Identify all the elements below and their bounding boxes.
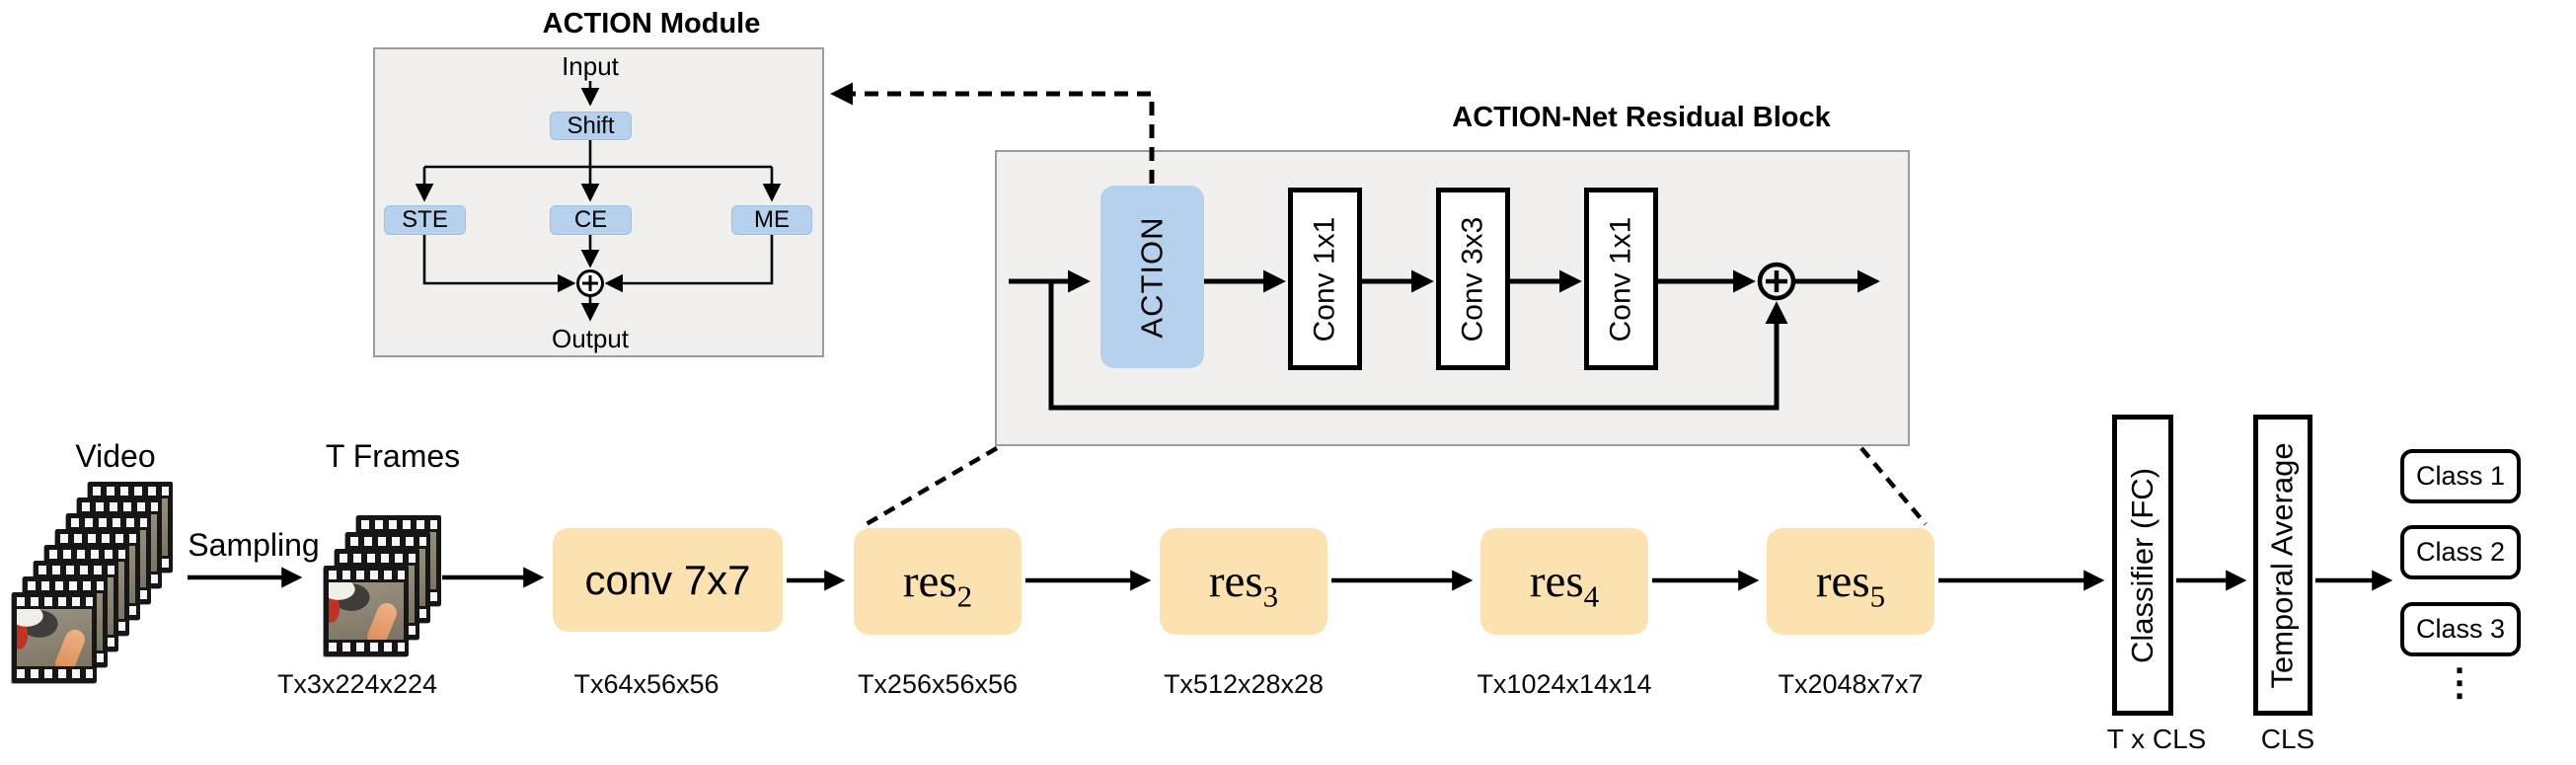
res4-stage: res4 bbox=[1480, 528, 1648, 635]
film-sprocket-row bbox=[15, 667, 94, 680]
film-frame bbox=[324, 566, 409, 656]
module-input-label: Input bbox=[562, 51, 619, 81]
video-label: Video bbox=[75, 438, 156, 474]
res4-label: res4 bbox=[1529, 556, 1600, 614]
arm-shape bbox=[52, 626, 88, 666]
res3-label: res3 bbox=[1208, 556, 1279, 614]
conv1x1-box-2: Conv 1x1 bbox=[1584, 188, 1658, 370]
res5-dim-label: Tx2048x7x7 bbox=[1778, 669, 1924, 699]
ste-box: STE bbox=[384, 205, 466, 235]
temporal-average-box: Temporal Average bbox=[2253, 415, 2312, 716]
res2-label: res2 bbox=[902, 556, 973, 614]
film-sprocket-row bbox=[26, 579, 105, 592]
film-sprocket-row bbox=[58, 532, 137, 545]
film-sprocket-row bbox=[91, 485, 170, 497]
dashed-guide-right bbox=[1859, 446, 1928, 526]
film-sprocket-row bbox=[47, 548, 126, 561]
class-box-2: Class 2 bbox=[2400, 525, 2521, 579]
temporal-average-label: Temporal Average bbox=[2265, 441, 2300, 689]
classifier-box: Classifier (FC) bbox=[2112, 415, 2173, 716]
film-sprocket-row bbox=[348, 535, 427, 548]
tframes-label: T Frames bbox=[325, 438, 461, 474]
film-sprocket-row bbox=[37, 564, 115, 576]
conv1x1-label-2: Conv 1x1 bbox=[1604, 216, 1637, 342]
ce-box: CE bbox=[550, 205, 632, 235]
tframes-dim-label: Tx3x224x224 bbox=[276, 669, 438, 699]
video-frame-photo bbox=[17, 609, 92, 666]
conv1x1-box-1: Conv 1x1 bbox=[1288, 188, 1362, 370]
class-box-3: Class 3 bbox=[2400, 602, 2521, 656]
conv7x7-stage: conv 7x7 bbox=[553, 528, 783, 632]
film-sprocket-row bbox=[69, 516, 148, 529]
film-frame bbox=[12, 592, 97, 683]
sampling-label: Sampling bbox=[188, 527, 320, 563]
res4-dim-label: Tx1024x14x14 bbox=[1477, 669, 1652, 699]
classifier-label: Classifier (FC) bbox=[2125, 467, 2159, 663]
arm-shape bbox=[364, 599, 400, 640]
dashed-guide-left bbox=[863, 446, 999, 527]
conv3x3-label: Conv 3x3 bbox=[1456, 216, 1489, 342]
class-box-1: Class 1 bbox=[2400, 449, 2521, 503]
action-box: ACTION bbox=[1100, 186, 1204, 368]
shift-box: Shift bbox=[550, 112, 632, 140]
residual-block-title: ACTION-Net Residual Block bbox=[1452, 102, 1831, 133]
res5-stage: res5 bbox=[1767, 528, 1934, 635]
action-module-title: ACTION Module bbox=[542, 8, 761, 39]
module-output-label: Output bbox=[551, 324, 630, 353]
classifier-dim-label: T x CLS bbox=[2106, 724, 2207, 754]
conv1x1-label-1: Conv 1x1 bbox=[1308, 216, 1341, 342]
conv7x7-dim-label: Tx64x56x56 bbox=[573, 669, 720, 699]
me-box: ME bbox=[731, 205, 812, 235]
action-box-label: ACTION bbox=[1134, 215, 1170, 339]
temporal-dim-label: CLS bbox=[2260, 724, 2315, 754]
res2-stage: res2 bbox=[854, 528, 1022, 635]
res2-dim-label: Tx256x56x56 bbox=[857, 669, 1019, 699]
video-frame-photo bbox=[329, 582, 404, 640]
res3-dim-label: Tx512x28x28 bbox=[1163, 669, 1325, 699]
film-sprocket-row bbox=[359, 518, 438, 531]
res3-stage: res3 bbox=[1160, 528, 1327, 635]
film-sprocket-row bbox=[327, 641, 406, 653]
more-classes-ellipsis: ⋮ bbox=[2441, 662, 2478, 704]
film-sprocket-row bbox=[15, 595, 94, 608]
conv3x3-box: Conv 3x3 bbox=[1436, 188, 1510, 370]
film-sprocket-row bbox=[338, 552, 417, 565]
action-module-panel bbox=[373, 47, 824, 357]
film-sprocket-row bbox=[327, 569, 406, 581]
res5-label: res5 bbox=[1815, 556, 1886, 614]
film-sprocket-row bbox=[80, 500, 159, 513]
